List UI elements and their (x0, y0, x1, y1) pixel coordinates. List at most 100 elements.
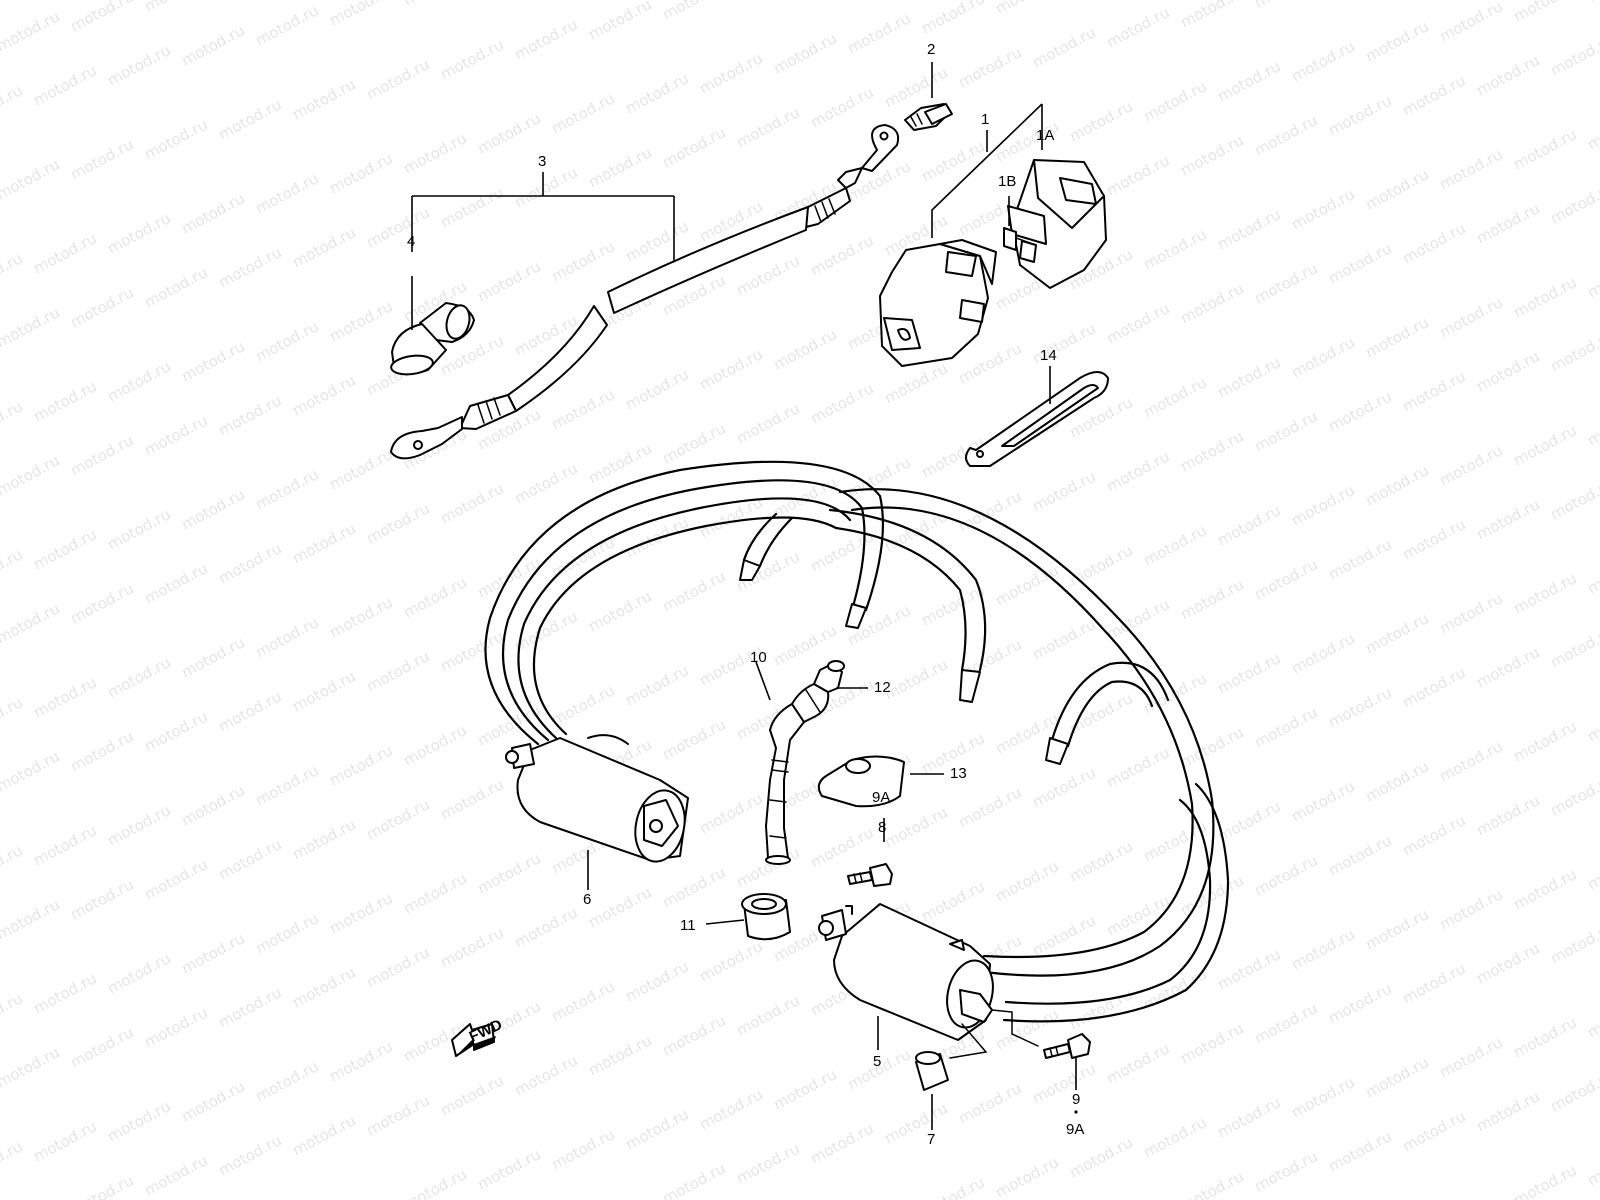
watermark-text: motod.ru (0, 599, 63, 647)
watermark-text: motod.ru (0, 895, 63, 943)
watermark-text: motod.ru (1029, 911, 1098, 959)
watermark-text: motod.ru (215, 391, 284, 439)
watermark-text: motod.ru (437, 1071, 506, 1119)
watermark-text: motod.ru (289, 1111, 358, 1159)
watermark-text: motod.ru (696, 789, 765, 837)
part-13-cushion (817, 755, 905, 808)
watermark-text: motod.ru (67, 579, 136, 627)
watermark-text: motod.ru (474, 1145, 543, 1193)
watermark-text: motod.ru (1066, 97, 1135, 145)
watermark-text: motod.ru (659, 715, 728, 763)
watermark-text: motod.ru (1510, 0, 1579, 26)
watermark-text: motod.ru (1362, 17, 1431, 65)
callout-8: 8 (878, 819, 886, 836)
watermark-text: motod.ru (992, 0, 1061, 18)
watermark-text: motod.ru (141, 559, 210, 607)
watermark-text: motod.ru (1436, 589, 1505, 637)
watermark-text: motod.ru (1029, 467, 1098, 515)
watermark-text: motod.ru (1103, 743, 1172, 791)
watermark-text: motod.ru (622, 69, 691, 117)
watermark-text: motod.ru (1214, 1093, 1283, 1141)
watermark-text: motod.ru (363, 943, 432, 991)
watermark-text: motod.ru (659, 419, 728, 467)
watermark-text: motod.ru (141, 263, 210, 311)
watermark-text: motod.ru (1436, 145, 1505, 193)
watermark-text: motod.ru (363, 795, 432, 843)
watermark-text: motod.ru (585, 587, 654, 635)
watermark-text: motod.ru (918, 877, 987, 925)
watermark-text: motod.ru (511, 459, 580, 507)
watermark-text: motod.ru (0, 451, 63, 499)
watermark-text: motod.ru (1547, 475, 1600, 523)
watermark-text: motod.ru (1473, 643, 1542, 691)
watermark-text: motod.ru (400, 573, 469, 621)
watermark-text: motod.ru (696, 937, 765, 985)
watermark-text: motod.ru (1510, 569, 1579, 617)
callout-1b: 1B (998, 173, 1016, 190)
watermark-text: motod.ru (1584, 993, 1600, 1041)
part-4-cap (390, 302, 475, 376)
watermark-text: motod.ru (1140, 225, 1209, 273)
watermark-text: motod.ru (1288, 185, 1357, 233)
watermark-text: motod.ru (1362, 461, 1431, 509)
watermark-text: motod.ru (0, 81, 26, 129)
watermark-text: motod.ru (141, 707, 210, 755)
callout-12: 12 (874, 679, 891, 696)
watermark-text: motod.ru (1399, 1107, 1468, 1155)
watermark-text: motod.ru (1251, 703, 1320, 751)
watermark-text: motod.ru (1399, 959, 1468, 1007)
part-6-ignition-coil (505, 734, 689, 863)
watermark-text: motod.ru (1103, 3, 1172, 51)
watermark-text: motod.ru (733, 103, 802, 151)
callout-5: 5 (873, 1053, 881, 1070)
watermark-text: motod.ru (955, 783, 1024, 831)
watermark-text: motod.ru (659, 1011, 728, 1059)
watermark-text: motod.ru (1140, 77, 1209, 125)
watermark-text: motod.ru (1584, 845, 1600, 893)
watermark-text: motod.ru (252, 317, 321, 365)
watermark-text: motod.ru (918, 581, 987, 629)
part-9-bolt (1043, 1033, 1091, 1059)
watermark-text: motod.ru (1325, 979, 1394, 1027)
watermark-text: motod.ru (1510, 1161, 1579, 1200)
watermark-text: motod.ru (1510, 865, 1579, 913)
watermark-text: motod.ru (696, 49, 765, 97)
watermark-text: motod.ru (289, 667, 358, 715)
watermark-text: motod.ru (1066, 541, 1135, 589)
watermark-text: motod.ru (1288, 925, 1357, 973)
watermark-text: motod.ru (1177, 871, 1246, 919)
watermark-text: motod.ru (585, 0, 654, 44)
watermark-text: motod.ru (733, 0, 802, 4)
watermark-text: motod.ru (252, 761, 321, 809)
watermark-text: motod.ru (1399, 515, 1468, 563)
part-12-plug-cap-terminal (791, 660, 845, 723)
watermark-text: motod.ru (67, 727, 136, 775)
watermark-text: motod.ru (1177, 575, 1246, 623)
watermark-text: motod.ru (1325, 683, 1394, 731)
watermark-text: motod.ru (1473, 199, 1542, 247)
watermark-text: motod.ru (1066, 1133, 1135, 1181)
watermark-text: motod.ru (807, 379, 876, 427)
watermark-text: motod.ru (1473, 51, 1542, 99)
watermark-text: motod.ru (548, 385, 617, 433)
watermark-text: motod.ru (1399, 219, 1468, 267)
watermark-text: motod.ru (807, 231, 876, 279)
watermark-text: motod.ru (1584, 0, 1600, 6)
watermark-text: motod.ru (289, 815, 358, 863)
watermark-text: motod.ru (770, 325, 839, 373)
high-tension-cords (484, 460, 1230, 1023)
watermark-text: motod.ru (215, 243, 284, 291)
watermark-text: motod.ru (770, 29, 839, 77)
watermark-text: motod.ru (733, 251, 802, 299)
watermark-text: motod.ru (0, 7, 63, 55)
watermark-text: motod.ru (289, 963, 358, 1011)
watermark-text: motod.ru (1510, 717, 1579, 765)
watermark-text: motod.ru (252, 613, 321, 661)
watermark-text: motod.ru (622, 513, 691, 561)
watermark-text: motod.ru (918, 1173, 987, 1200)
watermark-text: motod.ru (178, 781, 247, 829)
watermark-text: motod.ru (178, 189, 247, 237)
watermark-text: motod.ru (1362, 609, 1431, 657)
watermark-text: motod.ru (1066, 985, 1135, 1033)
